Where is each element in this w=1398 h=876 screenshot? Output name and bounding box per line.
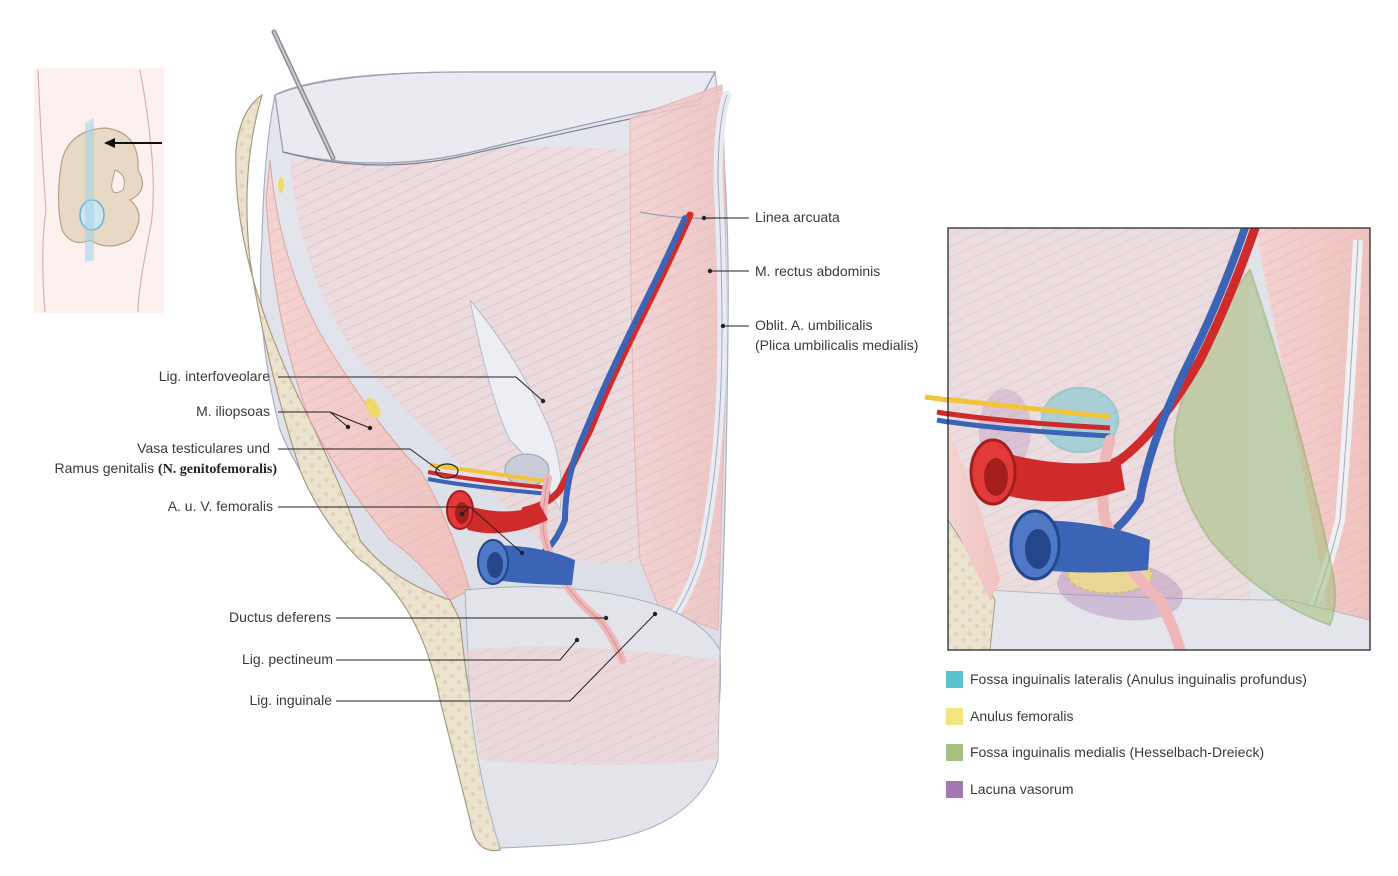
label-ductus-deferens: Ductus deferens xyxy=(229,609,331,625)
label-m-rectus-abdominis: M. rectus abdominis xyxy=(755,263,881,279)
legend-swatch-cyan xyxy=(946,670,963,688)
legend-label: Fossa inguinalis lateralis (Anulus ingui… xyxy=(970,671,1307,687)
arrow-head-icon xyxy=(104,138,115,148)
legend-label: Lacuna vasorum xyxy=(970,781,1074,797)
legend-label: Anulus femoralis xyxy=(970,708,1074,724)
legend-item-fossa-lateralis: Fossa inguinalis lateralis (Anulus ingui… xyxy=(946,669,1307,689)
label-ramus-genitalis: Ramus genitalis (N. genitofemoralis) xyxy=(55,460,277,478)
orientation-thumbnail xyxy=(34,68,164,313)
leader-lines xyxy=(278,217,749,702)
label-vasa-testiculares: Vasa testiculares und xyxy=(137,440,270,456)
label-n-genitofemoralis: (N. genitofemoralis) xyxy=(158,462,277,477)
legend-swatch-purple xyxy=(946,780,963,798)
legend-item-lacuna-vasorum: Lacuna vasorum xyxy=(946,779,1074,799)
label-m-iliopsoas: M. iliopsoas xyxy=(196,403,270,419)
label-plica-umbilicalis: (Plica umbilicalis medialis) xyxy=(755,337,919,353)
label-lig-interfoveolare: Lig. interfoveolare xyxy=(158,368,270,384)
label-linea-arcuata: Linea arcuata xyxy=(755,209,840,225)
leader-dots xyxy=(345,215,726,643)
legend-swatch-yellow xyxy=(946,707,963,725)
label-lig-inguinale: Lig. inguinale xyxy=(249,692,332,708)
label-femoralis: A. u. V. femoralis xyxy=(167,498,273,514)
legend-item-anulus-femoralis: Anulus femoralis xyxy=(946,706,1074,726)
label-ramus-genitalis-text: Ramus genitalis xyxy=(54,460,159,476)
legend-label: Fossa inguinalis medialis (Hesselbach-Dr… xyxy=(970,744,1265,760)
legend-swatch-green xyxy=(946,743,963,761)
label-oblit-a-umbilicalis: Oblit. A. umbilicalis xyxy=(755,317,873,333)
inset-detail xyxy=(924,227,1371,651)
main-illustration xyxy=(235,29,732,852)
label-lig-pectineum: Lig. pectineum xyxy=(241,651,333,667)
legend-item-fossa-medialis: Fossa inguinalis medialis (Hesselbach-Dr… xyxy=(946,742,1264,762)
